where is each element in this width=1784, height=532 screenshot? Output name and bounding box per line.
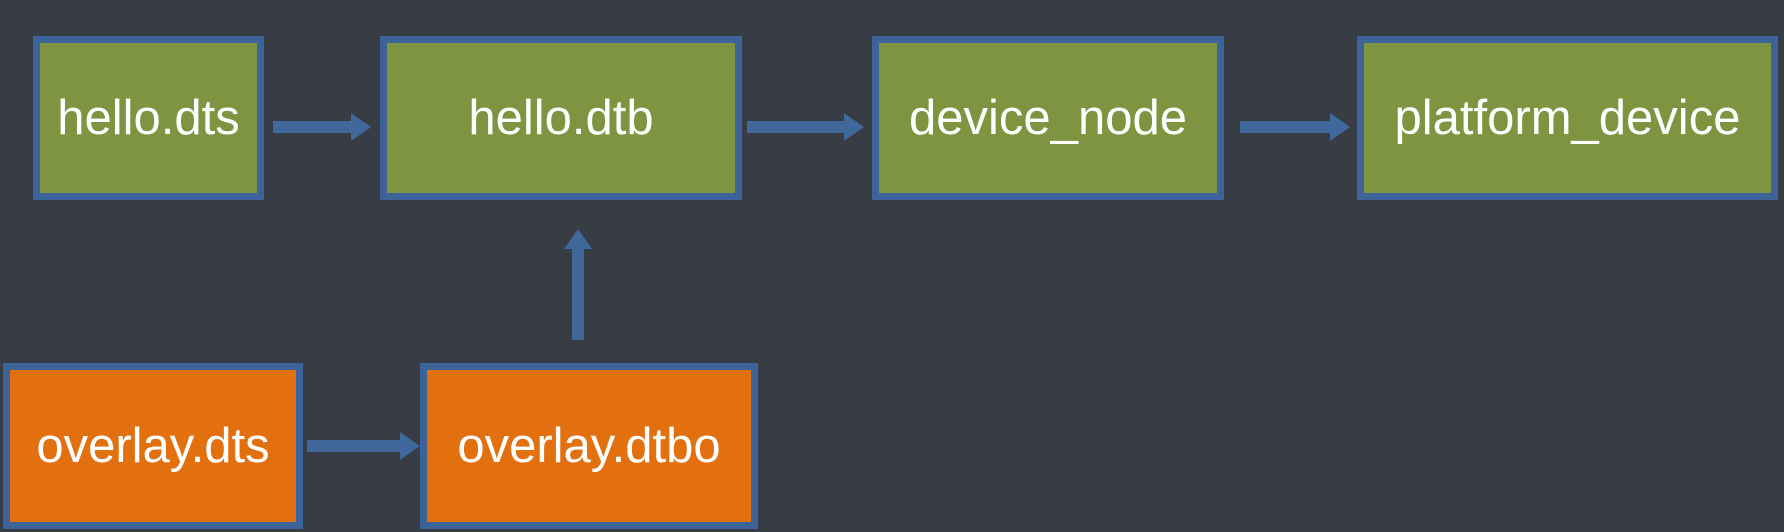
node-label: overlay.dtbo — [457, 418, 721, 473]
node-label: device_node — [909, 90, 1187, 145]
arrow-overlay-dtbo-to-hello-dtb — [564, 229, 592, 340]
node-hello-dts: hello.dts — [33, 36, 264, 200]
node-platform-device: platform_device — [1357, 36, 1778, 200]
node-overlay-dts: overlay.dts — [3, 363, 303, 529]
node-device-node: device_node — [872, 36, 1224, 200]
node-label: platform_device — [1394, 90, 1741, 145]
node-label: hello.dts — [57, 90, 240, 145]
arrow-hello-dts-to-hello-dtb — [273, 113, 371, 141]
arrow-hello-dtb-to-device-node — [747, 113, 864, 141]
arrow-device-node-to-platform-device — [1240, 113, 1350, 141]
node-overlay-dtbo: overlay.dtbo — [420, 363, 758, 529]
node-label: overlay.dts — [36, 418, 270, 473]
node-label: hello.dtb — [468, 90, 654, 145]
arrow-overlay-dts-to-overlay-dtbo — [307, 432, 420, 460]
node-hello-dtb: hello.dtb — [380, 36, 742, 200]
